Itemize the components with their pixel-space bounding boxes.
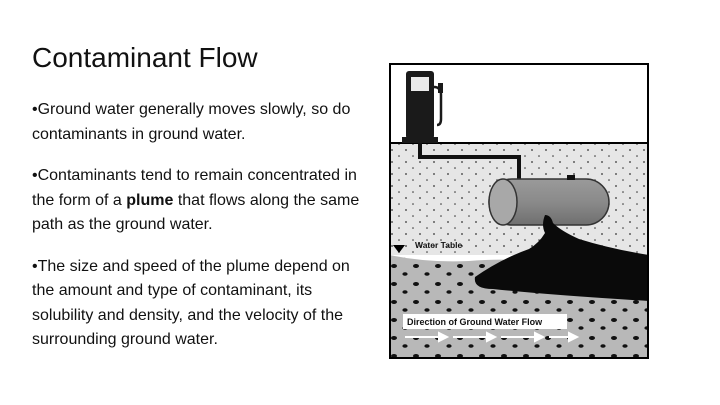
water-table-marker-icon	[393, 245, 405, 253]
bullet-3: •The size and speed of the plume depend …	[32, 255, 362, 353]
flow-direction-label: Direction of Ground Water Flow	[407, 317, 543, 327]
diagram-frame	[389, 63, 649, 359]
bullet-1: •Ground water generally moves slowly, so…	[32, 98, 362, 147]
bullet-2-bold-term: plume	[126, 191, 174, 209]
storage-tank	[488, 175, 610, 226]
bullet-1-text: •Ground water generally moves slowly, so…	[32, 101, 351, 143]
groundwater-diagram-svg: Water Table Direction of Ground Water Fl…	[389, 63, 649, 359]
bullet-2-text-start: •Contaminants tend to remain concentrate…	[32, 167, 357, 209]
flow-label-box	[403, 314, 567, 329]
fuel-pipe	[418, 143, 521, 181]
groundwater-diagram: Water Table Direction of Ground Water Fl…	[389, 63, 649, 359]
gas-pump-icon	[402, 71, 443, 143]
bullet-3-text: •The size and speed of the plume depend …	[32, 257, 350, 349]
bullet-list: •Ground water generally moves slowly, so…	[32, 98, 362, 370]
bullet-2-text-end: that flows along the same path as the gr…	[32, 191, 360, 234]
contaminant-plume	[474, 215, 649, 301]
flow-arrows	[405, 331, 580, 343]
slide-title: Contaminant Flow	[32, 42, 258, 73]
bullet-2: •Contaminants tend to remain concentrate…	[32, 164, 362, 238]
water-table-label: Water Table	[415, 240, 463, 250]
